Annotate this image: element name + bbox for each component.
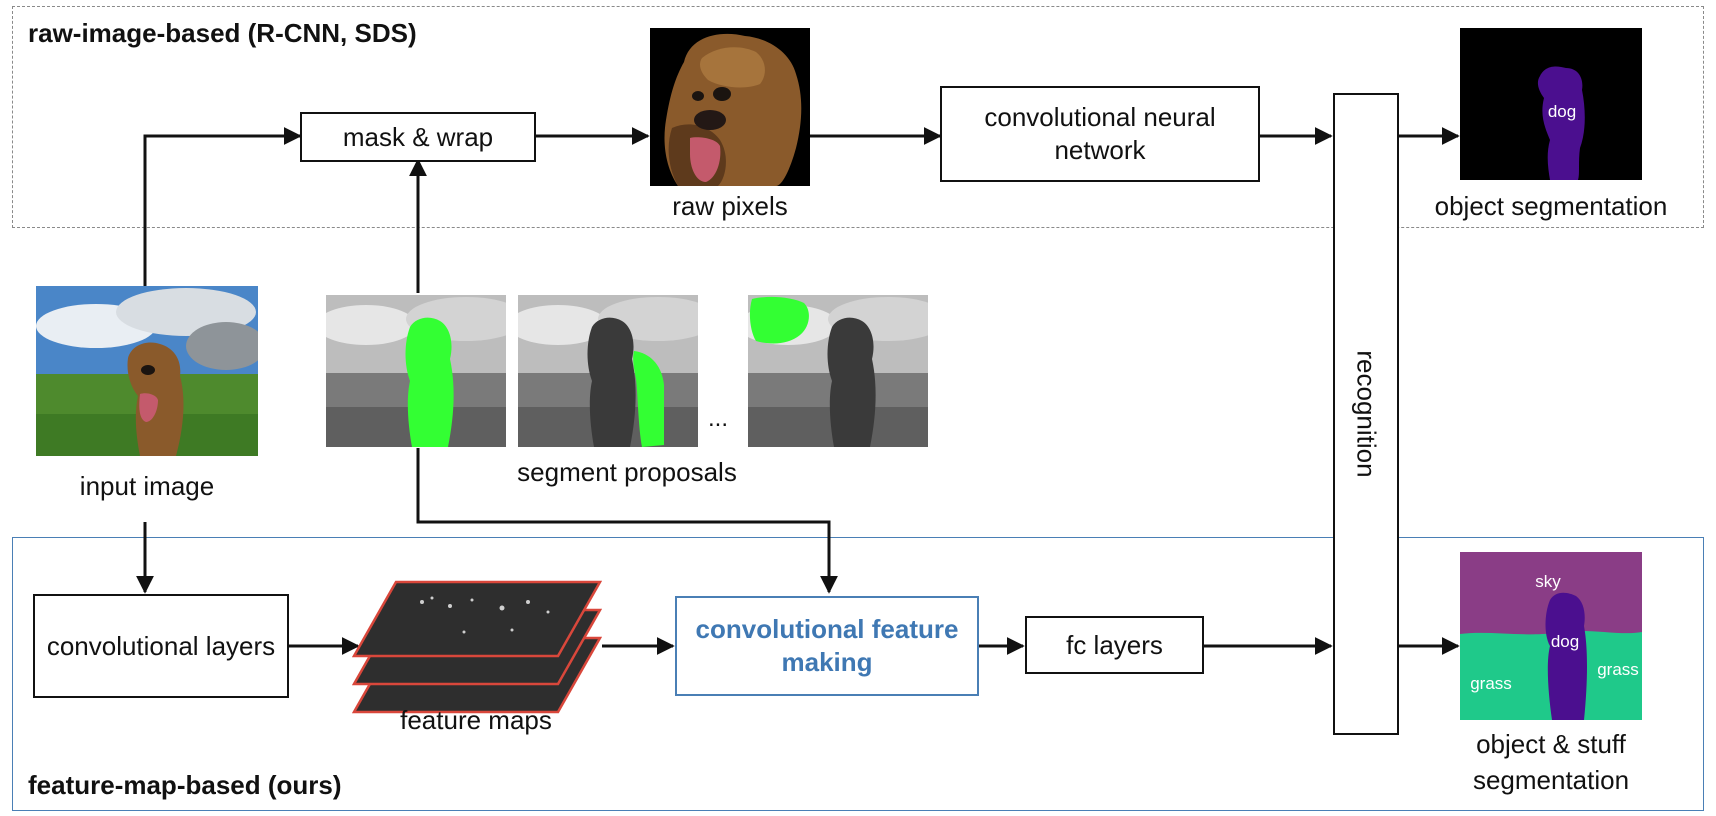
object-segmentation-caption: object segmentation — [1434, 191, 1668, 221]
segment-proposal-1 — [326, 295, 506, 447]
feature-maps-caption: feature maps — [400, 705, 552, 735]
arrow-proposals-to-cfm — [416, 448, 838, 594]
raw-image-based-region — [12, 6, 1704, 228]
convolutional-feature-making-box: convolutional feature making — [675, 596, 979, 696]
proposals-ellipsis: ... — [708, 405, 729, 432]
grass-label-left: grass — [1470, 674, 1512, 693]
object-stuff-caption-line2: segmentation — [1472, 765, 1630, 795]
dog-label-bottom: dog — [1550, 632, 1580, 651]
feature-maps-stack — [352, 580, 602, 714]
object-stuff-segmentation-image — [1460, 552, 1642, 720]
feature-map-based-title: feature-map-based (ours) — [28, 770, 342, 800]
segment-proposal-2 — [518, 295, 698, 447]
segment-proposal-3 — [748, 295, 928, 447]
fc-layers-box: fc layers — [1025, 616, 1204, 674]
raw-pixels-image — [650, 28, 810, 186]
cnn-box: convolutional neural network — [940, 86, 1260, 182]
input-image-caption: input image — [79, 471, 215, 501]
object-segmentation-image — [1460, 28, 1642, 180]
recognition-box: recognition — [1333, 93, 1399, 735]
dog-label-top: dog — [1547, 102, 1577, 121]
object-stuff-caption-line1: object & stuff — [1476, 729, 1626, 759]
mask-wrap-box: mask & wrap — [300, 112, 536, 162]
segment-proposals-caption: segment proposals — [517, 457, 737, 487]
feature-map-based-region — [12, 537, 1704, 811]
grass-label-right: grass — [1597, 660, 1639, 679]
raw-pixels-caption: raw pixels — [672, 191, 788, 221]
raw-image-based-title: raw-image-based (R-CNN, SDS) — [28, 18, 417, 48]
sky-label: sky — [1535, 572, 1561, 591]
convolutional-layers-box: convolutional layers — [33, 594, 289, 698]
input-image — [36, 286, 258, 456]
arrow-input-to-mask — [143, 127, 302, 286]
